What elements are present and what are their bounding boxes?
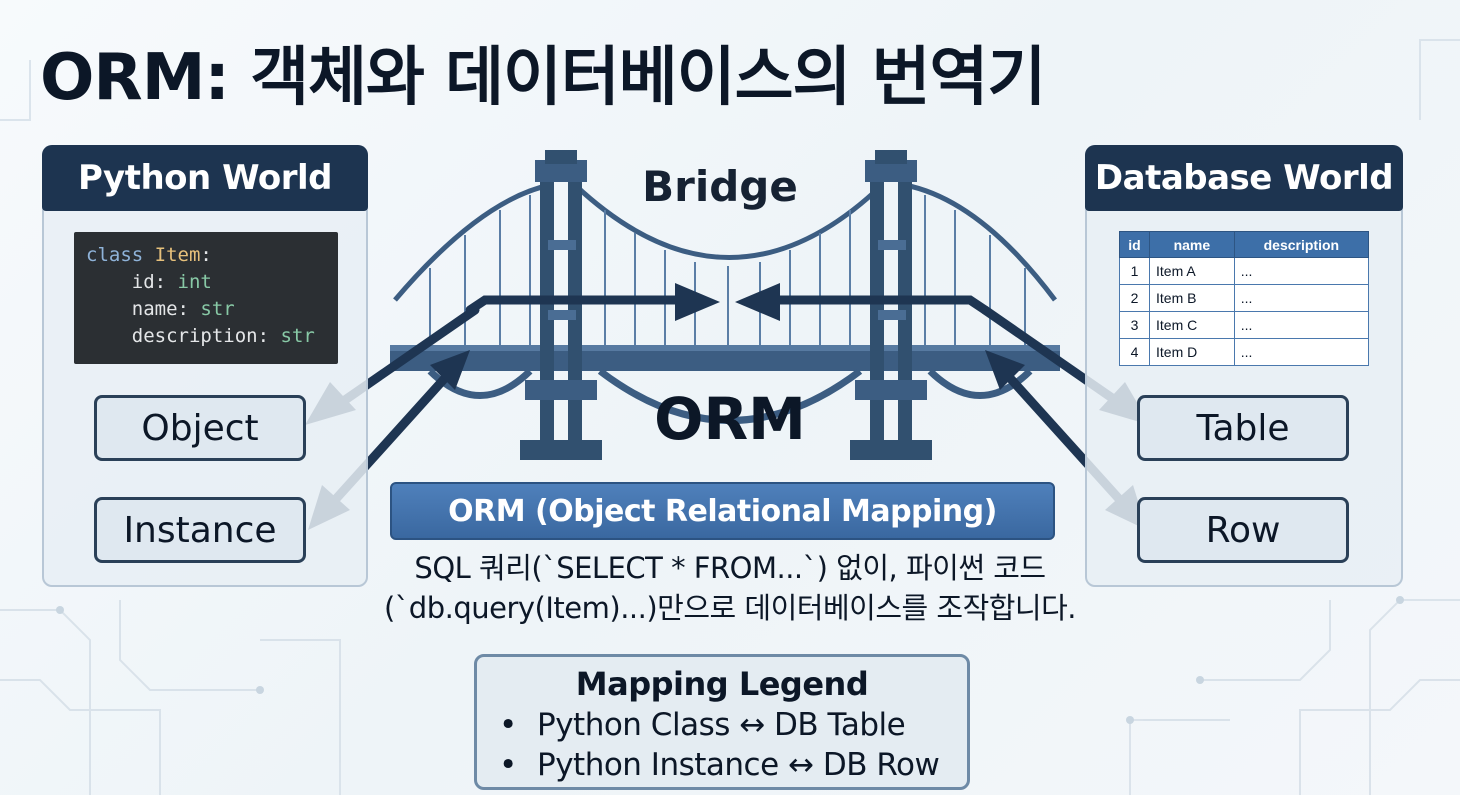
column-header-name: name	[1149, 231, 1235, 258]
table-row: 2 Item B ...	[1119, 284, 1370, 312]
table-header-row: id name description	[1119, 231, 1370, 258]
cell-description: ...	[1233, 257, 1370, 285]
db-table: id name description 1 Item A ... 2 Item …	[1119, 231, 1370, 366]
legend-item-text: Python Class ↔ DB Table	[537, 707, 906, 743]
legend-item: • Python Instance ↔ DB Row	[499, 747, 940, 783]
column-header-description: description	[1233, 231, 1370, 258]
code-field-type: str	[280, 325, 315, 347]
row-box: Row	[1137, 497, 1349, 563]
instance-box: Instance	[94, 497, 306, 563]
legend-item-text: Python Instance ↔ DB Row	[537, 747, 940, 783]
cell-name: Item D	[1149, 338, 1235, 366]
cell-description: ...	[1233, 311, 1370, 339]
description-line-1: SQL 쿼리(`SELECT * FROM...`) 없이, 파이썬 코드	[414, 551, 1046, 585]
cell-description: ...	[1233, 338, 1370, 366]
cell-id: 4	[1119, 338, 1150, 366]
description-line-2: (`db.query(Item)...)만으로 데이터베이스를 조작합니다.	[383, 591, 1077, 625]
code-keyword-class: class	[86, 244, 144, 266]
legend-title: Mapping Legend	[575, 665, 869, 703]
code-field-name: name	[131, 298, 178, 320]
python-world-header: Python World	[42, 145, 368, 211]
cell-id: 3	[1119, 311, 1150, 339]
table-row: 1 Item A ...	[1119, 257, 1370, 285]
database-world-panel: Database World id name description 1 Ite…	[1085, 145, 1403, 587]
code-field-name: id	[131, 271, 155, 293]
object-box: Object	[94, 395, 306, 461]
cell-name: Item C	[1149, 311, 1235, 339]
cell-name: Item A	[1149, 257, 1235, 285]
code-field-name: description	[131, 325, 258, 347]
python-world-panel: Python World class Item: id: int name: s…	[42, 145, 368, 587]
column-header-id: id	[1119, 231, 1150, 258]
legend-item: • Python Class ↔ DB Table	[499, 707, 906, 743]
cell-id: 1	[1119, 257, 1150, 285]
table-row: 3 Item C ...	[1119, 311, 1370, 339]
bullet-icon: •	[499, 707, 517, 743]
orm-description: SQL 쿼리(`SELECT * FROM...`) 없이, 파이썬 코드 (`…	[380, 548, 1080, 628]
table-box: Table	[1137, 395, 1349, 461]
table-row: 4 Item D ...	[1119, 338, 1370, 366]
cell-name: Item B	[1149, 284, 1235, 312]
cell-id: 2	[1119, 284, 1150, 312]
python-class-code-block: class Item: id: int name: str descriptio…	[74, 232, 338, 364]
orm-label: ORM	[654, 385, 806, 453]
database-world-header: Database World	[1085, 145, 1403, 211]
code-colon: :	[200, 244, 212, 266]
code-field-type: int	[177, 271, 212, 293]
bullet-icon: •	[499, 747, 517, 783]
code-class-name: Item	[154, 244, 201, 266]
cell-description: ...	[1233, 284, 1370, 312]
orm-banner: ORM (Object Relational Mapping)	[390, 482, 1055, 540]
code-field-type: str	[200, 298, 235, 320]
bridge-label: Bridge	[642, 162, 798, 211]
page-title: ORM: 객체와 데이터베이스의 번역기	[40, 41, 1046, 115]
mapping-legend: Mapping Legend •Python Class ↔ DB Table …	[474, 654, 970, 790]
